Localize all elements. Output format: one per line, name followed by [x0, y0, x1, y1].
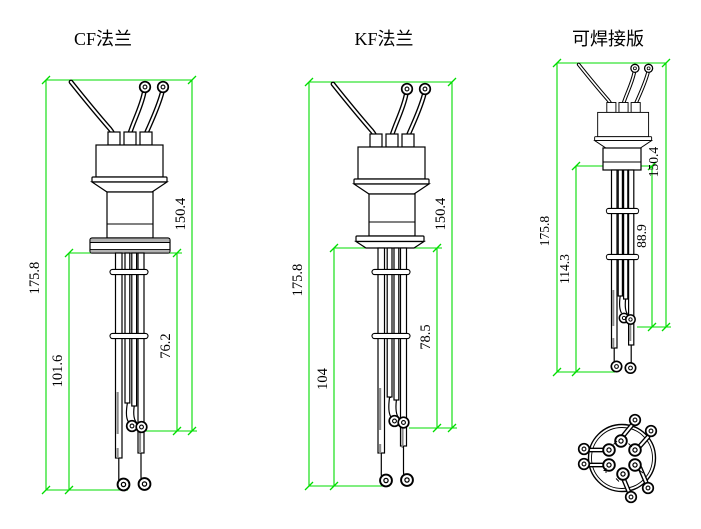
connector-cap: [579, 64, 653, 148]
dimension-label: 78.5: [418, 324, 434, 349]
radial-lead-wires: [577, 413, 658, 504]
dimension-label: 150.4: [646, 147, 661, 178]
kf-flange-drawing: 175.8 104 78.5 150.4: [290, 77, 457, 491]
kf-flange: [353, 235, 427, 249]
polarity-marks: [603, 440, 644, 482]
weldable-drawing: 175.8 114.3 88.9 150.4: [537, 58, 671, 377]
dimension-label: 175.8: [290, 264, 306, 297]
dimension-label: 175.8: [537, 216, 552, 247]
dimension-label: 76.2: [158, 333, 174, 358]
dimension-label: 104: [315, 367, 331, 390]
connector-cap: [333, 84, 430, 194]
dimension-label: 150.4: [433, 197, 449, 230]
dimension-lines: [304, 77, 457, 491]
electrode-tubes: [605, 169, 640, 349]
cf-flange: [89, 237, 171, 254]
neck: [106, 191, 154, 239]
pin-end-view: [577, 413, 658, 504]
kf-title: KF法兰: [354, 29, 413, 49]
connector-cap: [71, 82, 168, 192]
dimension-label: 88.9: [634, 224, 649, 248]
weld-neck: [602, 147, 642, 171]
wire-end-loops: [379, 396, 414, 488]
cf-flange-drawing: 175.8 101.6 76.2 150.4: [27, 75, 197, 495]
wire-end-loops: [116, 402, 152, 492]
dimension-lines: [41, 75, 197, 495]
wire-end-loops: [610, 295, 637, 375]
connector-body-circle: [587, 423, 657, 493]
cf-title: CF法兰: [74, 29, 132, 49]
weldable-title: 可焊接版: [572, 29, 644, 49]
neck: [368, 193, 416, 237]
dimension-label: 101.6: [50, 355, 66, 388]
dimension-label: 150.4: [173, 197, 189, 230]
dimension-label: 175.8: [27, 262, 43, 295]
dimension-label: 114.3: [557, 254, 572, 284]
